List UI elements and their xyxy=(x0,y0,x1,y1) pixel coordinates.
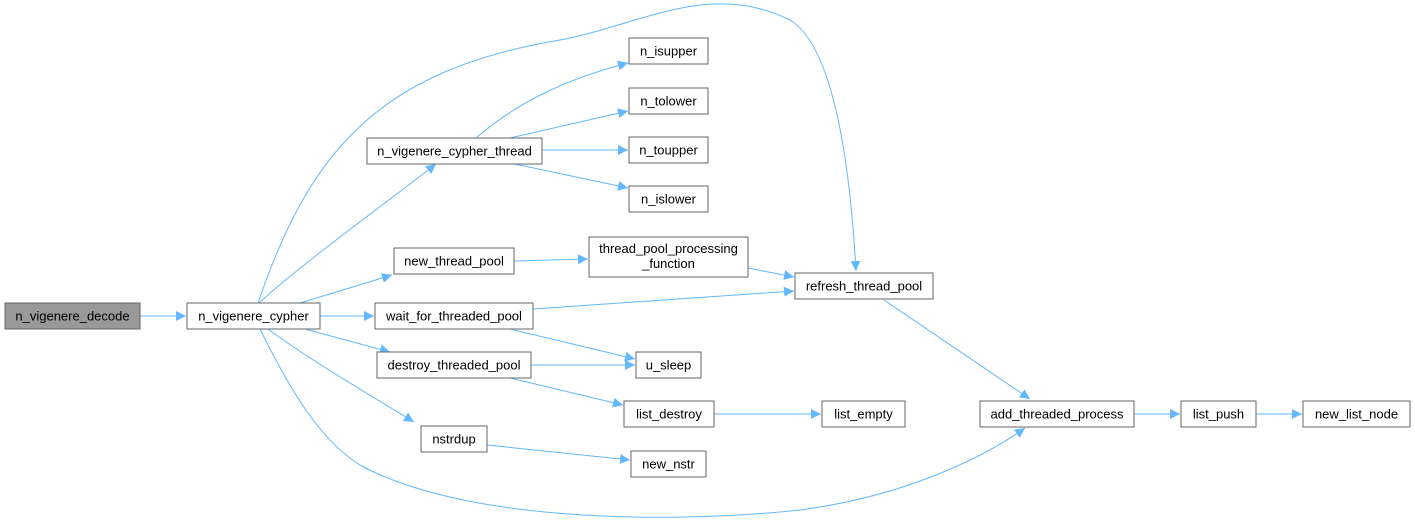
node-nstrdup[interactable]: nstrdup xyxy=(420,425,488,453)
node-label: list_destroy xyxy=(636,407,702,422)
edge-cypher-to-refresh-thread-pool xyxy=(257,3,861,304)
node-n-vigenere-decode[interactable]: n_vigenere_decode xyxy=(4,302,141,330)
edge-processing-function-to-refresh-thread-pool xyxy=(747,267,795,280)
edge-cypher-to-new-thread-pool xyxy=(299,273,393,304)
node-label: n_tolower xyxy=(640,94,697,109)
edge-cypher-to-add-threaded-process xyxy=(259,328,1026,518)
node-label: nstrdup xyxy=(432,432,475,447)
node-new-thread-pool[interactable]: new_thread_pool xyxy=(393,247,515,275)
node-destroy-threaded-pool[interactable]: destroy_threaded_pool xyxy=(376,351,532,379)
edge-wait-to-refresh-thread-pool xyxy=(532,286,795,310)
node-label: n_vigenere_decode xyxy=(15,309,129,324)
node-add-threaded-process[interactable]: add_threaded_process xyxy=(979,400,1135,428)
node-new-nstr[interactable]: new_nstr xyxy=(630,450,707,478)
node-thread-pool-processing-function[interactable]: thread_pool_processing _function xyxy=(588,236,749,278)
node-label: n_islower xyxy=(641,192,697,207)
edge-nstrdup-to-new-nstr xyxy=(486,444,631,464)
node-label: list_empty xyxy=(834,407,893,422)
edge-cypher-thread-to-n-isupper xyxy=(475,60,629,139)
node-refresh-thread-pool[interactable]: refresh_thread_pool xyxy=(794,272,934,300)
edge-destroy-to-list-destroy xyxy=(509,377,624,408)
node-new-list-node[interactable]: new_list_node xyxy=(1302,400,1411,428)
node-label: new_list_node xyxy=(1315,407,1398,422)
edge-refresh-thread-pool-to-add-threaded-process xyxy=(883,299,1031,400)
node-list-destroy[interactable]: list_destroy xyxy=(623,400,715,428)
edge-cypher-to-cypher-thread xyxy=(258,163,437,304)
node-label: destroy_threaded_pool xyxy=(388,358,521,373)
node-n-toupper[interactable]: n_toupper xyxy=(628,136,709,164)
node-n-tolower[interactable]: n_tolower xyxy=(628,87,709,115)
edge-cypher-to-nstrdup xyxy=(267,328,415,423)
node-u-sleep[interactable]: u_sleep xyxy=(635,351,702,379)
node-label: n_vigenere_cypher_thread xyxy=(377,144,532,159)
node-wait-for-threaded-pool[interactable]: wait_for_threaded_pool xyxy=(374,302,534,330)
edge-cypher-to-destroy-threaded-pool xyxy=(304,328,391,355)
node-label: new_thread_pool xyxy=(404,254,504,269)
node-label: u_sleep xyxy=(646,358,692,373)
node-list-push[interactable]: list_push xyxy=(1180,400,1257,428)
node-label: n_isupper xyxy=(640,44,698,59)
node-n-isupper[interactable]: n_isupper xyxy=(628,37,709,65)
node-list-empty[interactable]: list_empty xyxy=(821,400,906,428)
edge-cypher-thread-to-n-tolower xyxy=(509,108,629,139)
node-label: add_threaded_process xyxy=(991,407,1124,422)
node-n-vigenere-cypher-thread[interactable]: n_vigenere_cypher_thread xyxy=(366,137,543,165)
node-label-line-2: _function xyxy=(641,256,695,271)
node-label: new_nstr xyxy=(642,457,695,472)
node-n-islower[interactable]: n_islower xyxy=(628,185,709,213)
node-label: wait_for_threaded_pool xyxy=(385,309,522,324)
node-label: refresh_thread_pool xyxy=(806,279,922,294)
edge-new-thread-pool-to-processing-function xyxy=(513,254,589,265)
edge-wait-to-u-sleep xyxy=(509,328,636,362)
node-label: list_push xyxy=(1193,407,1244,422)
node-label: n_vigenere_cypher xyxy=(198,309,309,324)
node-n-vigenere-cypher[interactable]: n_vigenere_cypher xyxy=(186,302,321,330)
node-label-line-1: thread_pool_processing xyxy=(599,241,738,256)
edge-cypher-thread-to-n-islower xyxy=(509,162,629,191)
node-label: n_toupper xyxy=(639,143,698,158)
